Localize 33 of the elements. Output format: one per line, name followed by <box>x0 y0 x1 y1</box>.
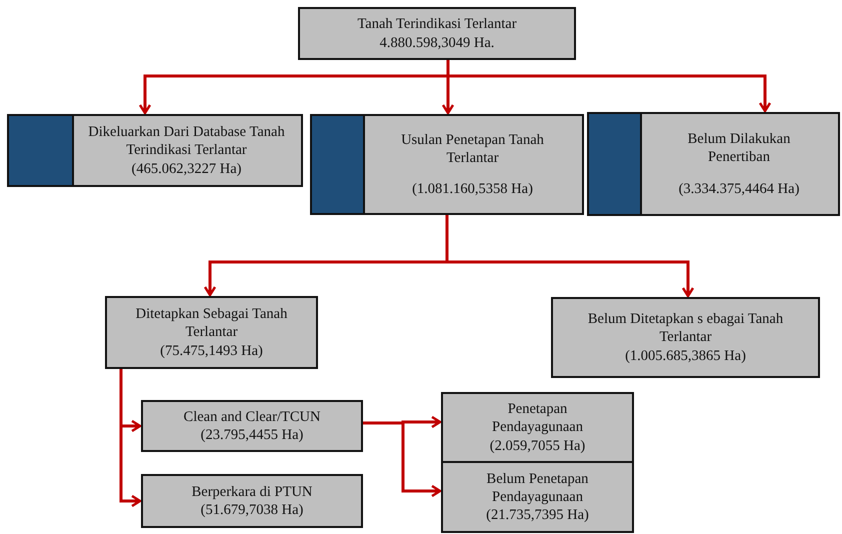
area-value: (465.062,3227 Ha) <box>132 160 242 178</box>
area-value: (51.679,7038 Ha) <box>200 501 304 520</box>
arrow <box>446 60 772 112</box>
box-title: Belum Ditetapkan s ebagai Tanah Terlantar <box>586 310 784 347</box>
area-value: (1.081.160,5358 Ha) <box>412 180 533 198</box>
process-box <box>298 7 576 60</box>
process-box <box>587 112 840 216</box>
process-box <box>441 392 634 463</box>
area-value: (21.735,7395 Ha) <box>486 506 589 524</box>
box-title: Berperkara di PTUN <box>192 482 312 501</box>
arrow <box>363 422 442 498</box>
box-title: Belum Penetapan Pendayagunaan <box>486 470 590 506</box>
area-value: (75.475,1493 Ha) <box>160 342 263 360</box>
process-box <box>105 296 318 369</box>
process-box <box>551 297 820 378</box>
process-box <box>310 114 584 215</box>
area-value: 4.880.598,3049 Ha. <box>380 34 494 52</box>
area-value: (2.059,7055 Ha) <box>490 436 586 455</box>
area-value: (3.334.375,4464 Ha) <box>678 180 800 198</box>
box-title: Ditetapkan Sebagai Tanah Terlantar <box>134 305 288 342</box>
process-box <box>7 114 303 187</box>
process-box <box>141 400 363 452</box>
box-title: Tanah Terindikasi Terlantar <box>357 15 517 34</box>
process-box <box>141 474 363 528</box>
box-title: Belum Dilakukan Penertiban <box>686 130 792 166</box>
area-value: (1.005.685,3865 Ha) <box>625 346 746 365</box>
box-title: Dikeluarkan Dari Database Tanah Terindikasi Terlantar <box>87 123 286 160</box>
box-title: Penetapan Pendayagunaan <box>491 400 584 437</box>
box-title: Usulan Penetapan Tanah Terlantar <box>400 130 545 168</box>
box-title: Clean and Clear/TCUN <box>184 408 320 426</box>
area-value: (23.795,4455 Ha) <box>200 426 304 444</box>
arrow <box>446 215 694 298</box>
process-box <box>441 461 634 533</box>
